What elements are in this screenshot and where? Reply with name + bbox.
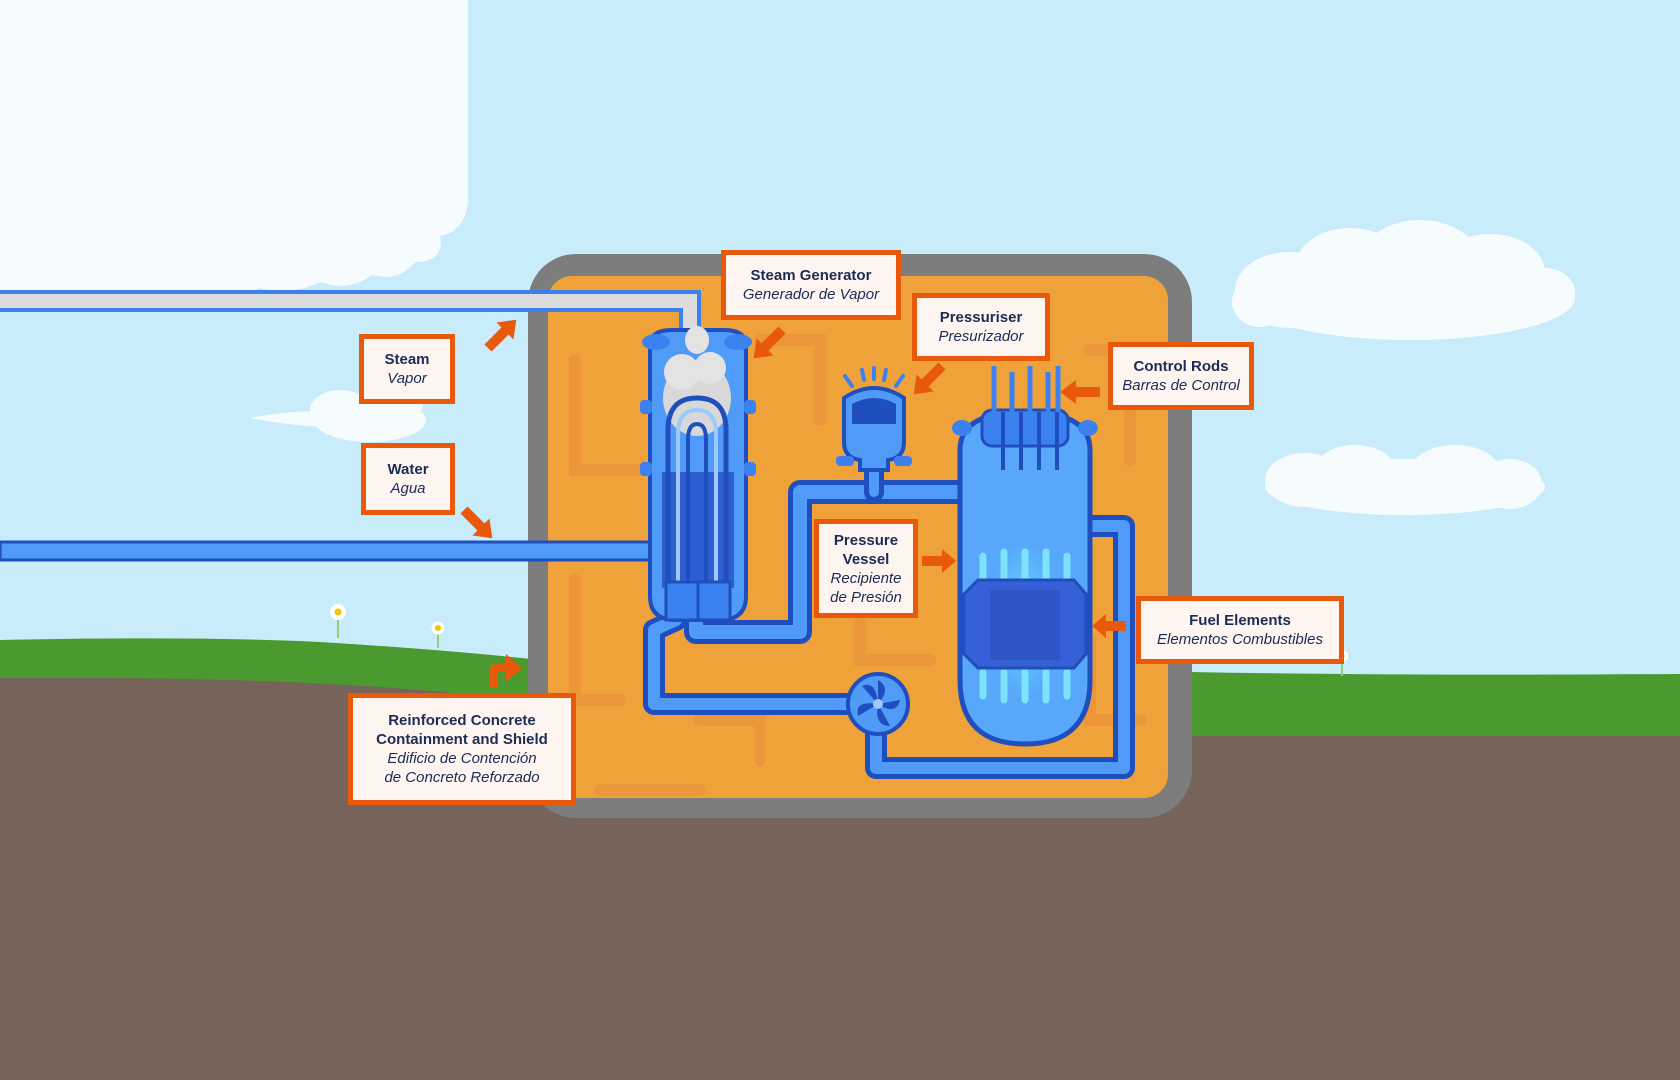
label-pressure-vessel-es-2: de Presión (830, 588, 902, 606)
label-containment: Reinforced Concrete Containment and Shie… (348, 693, 576, 805)
arrow-steam-generator (753, 326, 786, 359)
label-steam: Steam Vapor (359, 334, 455, 404)
label-fuel-elements-es: Elementos Combustibles (1157, 631, 1323, 648)
label-water-en: Water (387, 461, 429, 478)
label-pressure-vessel-es-1: Recipiente (830, 569, 902, 587)
label-steam-es: Vapor (387, 370, 427, 387)
label-pressuriser: Pressuriser Presurizador (912, 293, 1050, 361)
pressuriser-unit (836, 366, 912, 472)
label-steam-generator: Steam Generator Generador de Vapor (721, 250, 901, 320)
label-containment-en-2: Containment and Shield (376, 731, 548, 748)
label-steam-generator-en: Steam Generator (750, 267, 872, 284)
label-water: Water Agua (361, 443, 455, 515)
arrow-steam (484, 319, 517, 352)
water-line (0, 540, 674, 562)
label-containment-es-1: Edificio de Contención (387, 750, 537, 767)
label-fuel-elements: Fuel Elements Elementos Combustibles (1136, 596, 1344, 664)
label-pressuriser-en: Pressuriser (939, 309, 1023, 326)
label-containment-es-2: de Concreto Reforzado (384, 769, 540, 786)
arrow-containment (490, 654, 522, 688)
arrow-pressure-vessel (922, 549, 956, 573)
arrow-water (460, 506, 493, 539)
arrow-fuel-elements (1092, 614, 1126, 638)
label-steam-en: Steam (384, 351, 430, 368)
cloud-right-top (1232, 220, 1575, 340)
steam-line (0, 290, 701, 330)
large-cloud (0, 0, 469, 297)
label-pressure-vessel-en-2: Vessel (842, 550, 890, 568)
label-pressuriser-es: Presurizador (938, 328, 1024, 345)
label-pressure-vessel: Pressure Vessel Recipiente de Presión (814, 519, 918, 618)
steam-generator-unit (640, 326, 756, 622)
label-control-rods-en: Control Rods (1133, 358, 1229, 375)
label-control-rods: Control Rods Barras de Control (1108, 342, 1254, 410)
label-containment-en-1: Reinforced Concrete (388, 712, 536, 729)
coolant-pump (846, 672, 910, 736)
label-pressure-vessel-en-1: Pressure (833, 531, 899, 549)
label-water-es: Agua (390, 480, 426, 497)
arrow-pressuriser (913, 362, 946, 395)
arrow-control-rods (1060, 380, 1100, 404)
cloud-right-bottom (1265, 445, 1545, 515)
label-fuel-elements-en: Fuel Elements (1189, 612, 1291, 629)
label-steam-generator-es: Generador de Vapor (742, 286, 880, 303)
label-control-rods-es: Barras de Control (1122, 377, 1240, 394)
pointer-arrows (460, 319, 1126, 688)
pressure-vessel-unit (952, 366, 1098, 747)
